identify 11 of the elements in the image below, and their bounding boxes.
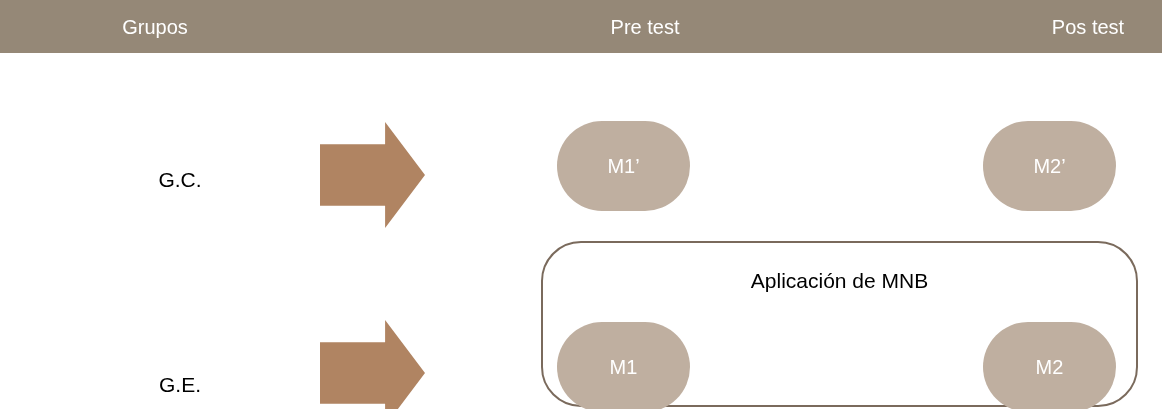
group-label: G.E. [159, 373, 201, 397]
frame-heading: Aplicación de MNB [750, 269, 929, 293]
group-label: G.C. [158, 168, 202, 192]
column-heading: Pre test [610, 16, 680, 39]
column-heading: Grupos [122, 16, 188, 39]
rounded-frame [541, 241, 1138, 407]
rounded-box: M2 [983, 322, 1116, 409]
rounded-box: M1’ [557, 121, 690, 211]
column-heading: Pos test [1051, 16, 1125, 39]
rounded-box: M1 [557, 322, 690, 409]
rounded-box: M2’ [983, 121, 1116, 211]
